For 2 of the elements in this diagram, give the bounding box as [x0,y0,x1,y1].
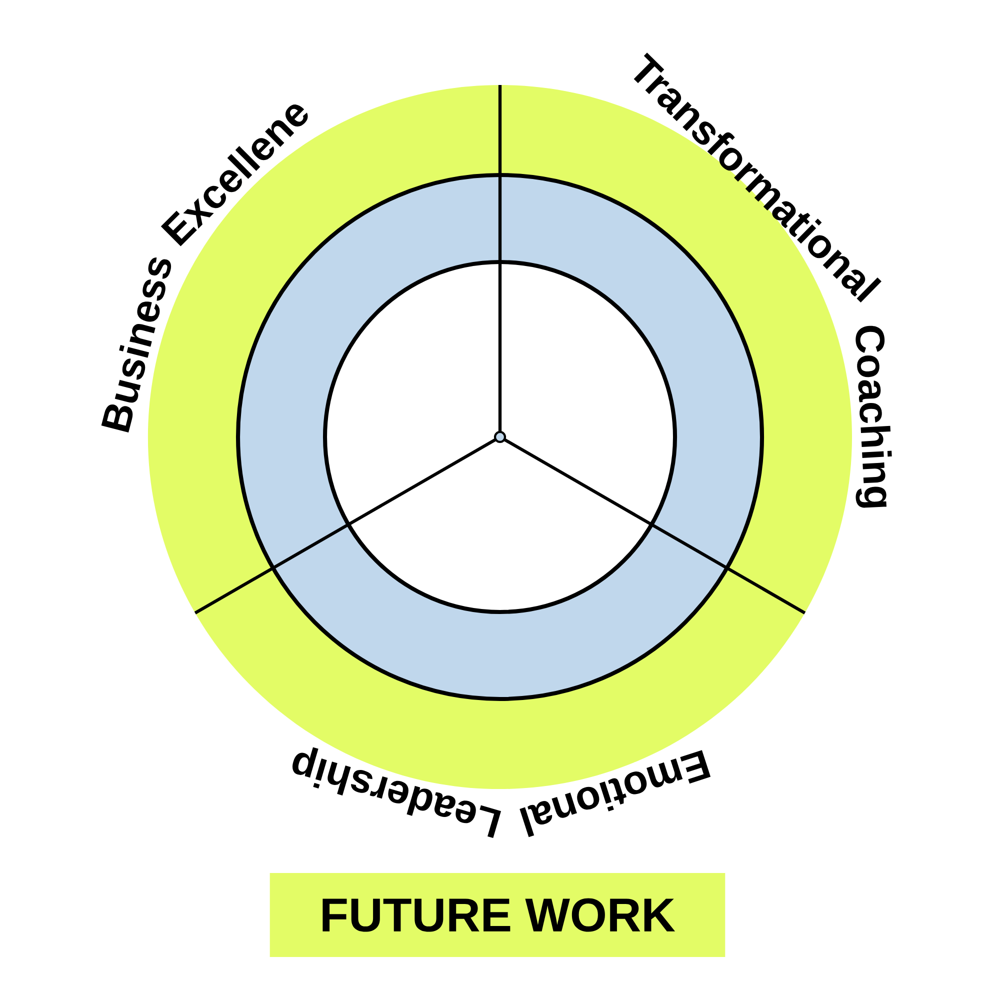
node-label: Coaching [856,326,892,508]
title-banner: FUTURE WORK [270,872,726,958]
